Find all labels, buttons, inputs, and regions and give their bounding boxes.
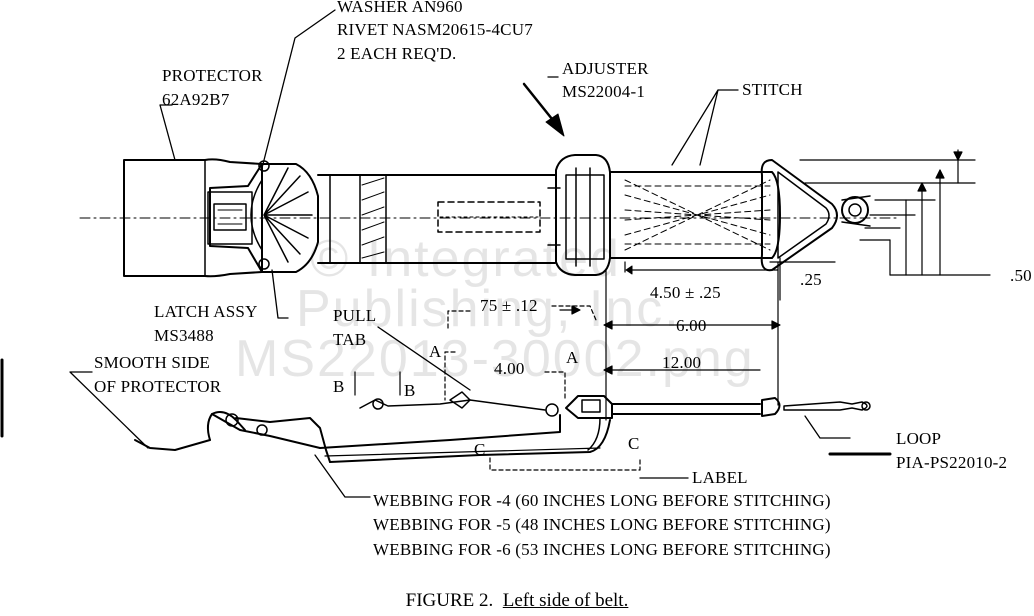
stitch-label: STITCH — [742, 80, 803, 99]
smooth-side-label: SMOOTH SIDE — [94, 353, 211, 372]
stitch-area — [609, 171, 781, 259]
stitch-pattern — [624, 179, 771, 251]
rivet-label: RIVET NASM20615-4CU7 — [337, 20, 533, 39]
webbing-hatched-band — [359, 174, 387, 264]
arrowhead-450 — [625, 265, 633, 275]
figure-number: FIGURE 2. — [405, 590, 494, 611]
figure-caption: FIGURE 2. Left side of belt. — [0, 590, 1034, 612]
adjuster-arrow — [522, 82, 565, 137]
webbing-5-label: WEBBING FOR -5 (48 INCHES LONG BEFORE ST… — [373, 515, 831, 534]
side-protector-edge — [134, 439, 211, 451]
dimension-400: 4.00 — [494, 359, 525, 378]
latch-label: LATCH ASSY — [154, 302, 258, 321]
side-latch — [235, 417, 331, 463]
loop-label: LOOP — [896, 429, 942, 448]
pull-tab-end — [437, 201, 541, 233]
latch-spring — [263, 167, 313, 263]
dimension-450: 4.50 ± .25 — [650, 283, 721, 302]
section-mark-c-left: C — [474, 440, 486, 459]
side-loop — [761, 397, 781, 417]
side-webbing-right — [611, 403, 761, 415]
right-dimensions — [769, 149, 991, 301]
figure-title: Left side of belt. — [502, 590, 629, 611]
loop-outline — [760, 159, 838, 272]
pull-label: PULL — [333, 306, 377, 325]
section-mark-a-right: A — [566, 348, 579, 367]
washer-label: WASHER AN960 — [337, 0, 463, 16]
dimension-1200: 12.00 — [662, 353, 702, 372]
loop-part-number: PIA-PS22010-2 — [896, 453, 1008, 472]
adjuster-label: ADJUSTER — [562, 59, 649, 78]
top-view-assembly — [79, 154, 901, 278]
tab-label: TAB — [333, 330, 367, 349]
each-req-label: 2 EACH REQ'D. — [337, 44, 457, 63]
section-mark-a-left: A — [429, 342, 442, 361]
latch-part-number: MS3488 — [154, 326, 214, 345]
latch-body — [209, 163, 319, 273]
webbing-4-label: WEBBING FOR -4 (60 INCHES LONG BEFORE ST… — [373, 491, 831, 510]
dimension-600: 6.00 — [676, 316, 707, 335]
side-webbing-upper — [319, 414, 561, 449]
leader-lines — [69, 9, 851, 498]
loop-eye — [841, 196, 869, 224]
side-pull-tab — [359, 399, 471, 409]
label-callout: LABEL — [692, 468, 748, 487]
side-webbing-lower — [329, 419, 611, 463]
protector-part-number: 62A92B7 — [162, 90, 230, 109]
dimension-050: .50 — [1010, 266, 1032, 285]
section-mark-c-right: C — [628, 434, 640, 453]
section-mark-b-left: B — [333, 377, 345, 396]
longitudinal-dimensions — [354, 261, 781, 471]
webbing-6-label: WEBBING FOR -6 (53 INCHES LONG BEFORE ST… — [373, 540, 831, 559]
watermark-line-1: © Integrated — [310, 230, 621, 288]
dimension-025: .25 — [800, 270, 822, 289]
section-mark-b-right: B — [404, 381, 416, 400]
adjuster-part-number: MS22004-1 — [562, 82, 646, 101]
watermark-line-3: MS22013-30002.png — [235, 330, 755, 388]
watermark-line-2: Publishing, Inc. — [296, 280, 681, 338]
protector-label: PROTECTOR — [162, 66, 263, 85]
side-view-assembly — [134, 391, 871, 463]
of-protector-label: OF PROTECTOR — [94, 377, 222, 396]
dimension-75: 75 ± .12 — [480, 296, 538, 315]
